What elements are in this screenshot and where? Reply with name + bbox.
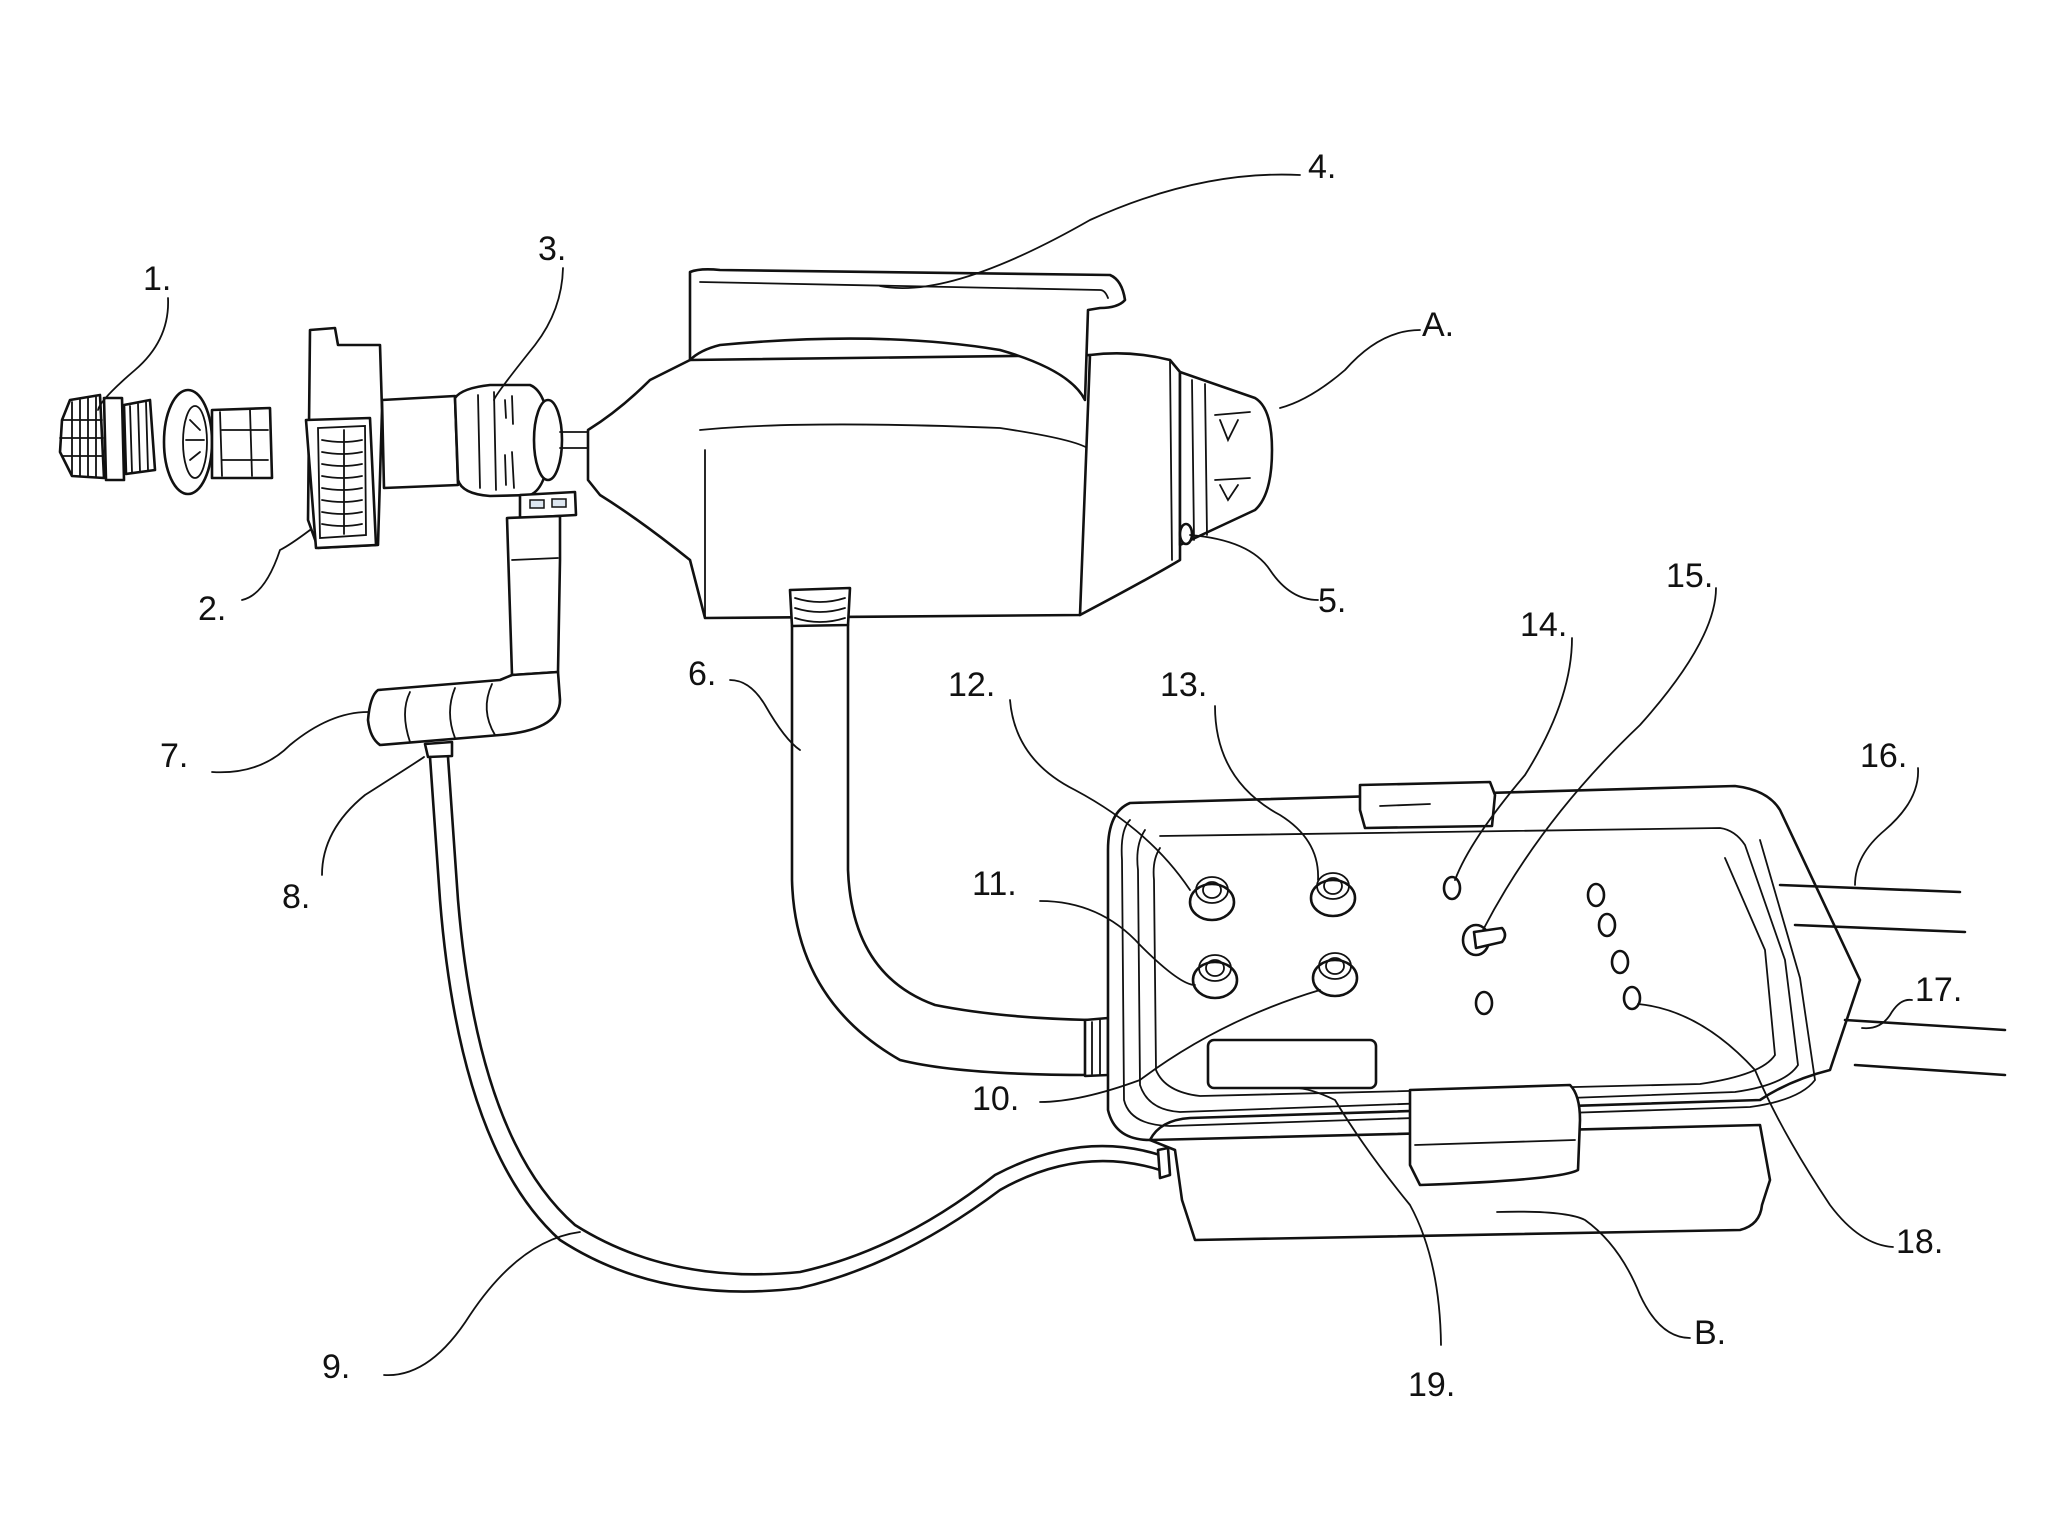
callout-17: 17. — [1915, 971, 1962, 1009]
spring-valve — [304, 326, 384, 550]
port-11 — [1191, 954, 1239, 1000]
output-cables — [1778, 883, 2007, 1077]
callout-15: 15. — [1666, 557, 1713, 595]
display-screen — [1206, 1038, 1378, 1090]
callout-10: 10. — [972, 1080, 1019, 1118]
toggle-switch — [1461, 923, 1507, 957]
callout-11: 11. — [972, 865, 1017, 903]
assembly-label-a: A. — [1422, 306, 1454, 344]
callout-5: 5. — [1318, 582, 1346, 620]
callout-7: 7. — [160, 737, 188, 775]
callout-13: 13. — [1160, 666, 1207, 704]
valve-housing — [162, 388, 274, 496]
callout-6: 6. — [688, 655, 716, 693]
swivel-connector — [453, 383, 589, 520]
threaded-connector — [58, 393, 157, 482]
callout-9: 9. — [322, 1348, 350, 1386]
vertical-tube — [505, 514, 562, 677]
elbow-connector — [366, 670, 562, 759]
callout-14: 14. — [1520, 606, 1567, 644]
leader-lines — [97, 173, 1919, 1376]
callout-12: 12. — [948, 666, 995, 704]
bag-hose-port — [788, 586, 852, 628]
callout-labels: 1. 2. 3. 4. 5. 6. 7. 8. 9. 10. 11. 12. 1… — [143, 148, 1962, 1404]
callout-2: 2. — [198, 590, 226, 628]
port-connectors — [1188, 872, 1359, 1000]
sensor-tubing — [428, 755, 1172, 1293]
indicator-lights — [1442, 875, 1642, 1016]
port-12 — [1188, 876, 1236, 922]
callout-4: 4. — [1308, 148, 1336, 186]
tube-segment — [380, 394, 460, 490]
callout-18: 18. — [1896, 1223, 1943, 1261]
bag-end-cap — [1178, 370, 1274, 547]
port-10 — [1311, 952, 1359, 998]
port-13 — [1309, 872, 1357, 918]
callout-8: 8. — [282, 878, 310, 916]
callout-1: 1. — [143, 260, 171, 298]
bag-reservoir — [586, 268, 1182, 620]
callout-3: 3. — [538, 230, 566, 268]
callout-16: 16. — [1860, 737, 1907, 775]
assembly-label-b: B. — [1694, 1314, 1726, 1352]
callout-19: 19. — [1408, 1366, 1455, 1404]
